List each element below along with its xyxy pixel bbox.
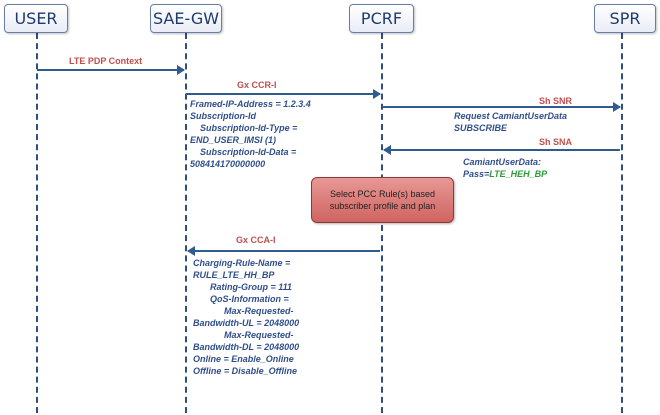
lifeline-spr (621, 33, 623, 413)
cca-param: Bandwidth-DL = 2048000 (193, 342, 300, 352)
snr-parameters: Request CamiantUserData SUBSCRIBE (454, 110, 567, 134)
actor-spr: SPR (594, 4, 656, 33)
ccr-param: Subscription-Id-Type = (200, 123, 298, 133)
cca-param: Max-Requested- (224, 306, 294, 316)
actor-pcrf: PCRF (349, 4, 414, 33)
ccr-param: Subscription-Id (190, 111, 256, 121)
arrow-cca-i (187, 246, 380, 256)
ccr-param: Framed-IP-Address = 1.2.3.4 (190, 99, 311, 109)
pass-value: LTE_HEH_BP (489, 169, 548, 179)
arrow-sh-snr (382, 102, 621, 112)
actor-user: USER (4, 4, 68, 33)
cca-param: Offline = Disable_Offline (193, 366, 297, 376)
lifeline-user (36, 33, 38, 413)
cca-param: Max-Requested- (224, 330, 294, 340)
snr-param: Request CamiantUserData (454, 111, 568, 121)
actor-sae-gw: SAE-GW (150, 4, 222, 33)
cca-param: Bandwidth-UL = 2048000 (193, 318, 300, 328)
message-label-lte-pdp: LTE PDP Context (69, 56, 143, 66)
cca-parameters: Charging-Rule-Name = RULE_LTE_HH_BP Rati… (193, 257, 299, 377)
cca-param: Rating-Group = 111 (210, 282, 292, 292)
message-label-sh-sna: Sh SNA (539, 137, 573, 147)
sna-param: CamiantUserData: (463, 157, 542, 167)
cca-param: QoS-Information = (210, 294, 289, 304)
ccr-param: Subscription-Id-Data = (200, 147, 297, 157)
message-label-sh-snr: Sh SNR (539, 96, 573, 106)
cca-param: RULE_LTE_HH_BP (193, 270, 275, 280)
ccr-param: 508414170000000 (190, 159, 266, 169)
pass-label: Pass= (463, 169, 490, 179)
lifeline-pcrf (381, 33, 383, 413)
lifeline-sae-gw (185, 33, 187, 413)
arrow-ccr-i (186, 89, 381, 99)
snr-param: SUBSCRIBE (454, 123, 508, 133)
cca-param: Online = Enable_Online (193, 354, 294, 364)
message-label-cca-i: Gx CCA-I (236, 235, 276, 245)
cca-param: Charging-Rule-Name = (193, 258, 291, 268)
arrow-sh-sna (383, 145, 620, 155)
sna-param: Pass=LTE_HEH_BP (463, 168, 547, 180)
ccr-parameters: Framed-IP-Address = 1.2.3.4 Subscription… (190, 98, 311, 170)
sna-parameters: CamiantUserData: Pass=LTE_HEH_BP (463, 156, 547, 180)
pcc-rule-selection-box: Select PCC Rule(s) based subscriber prof… (311, 177, 454, 223)
ccr-param: END_USER_IMSI (1) (190, 135, 277, 145)
message-label-ccr-i: Gx CCR-I (237, 80, 277, 90)
arrow-lte-pdp (37, 65, 185, 75)
